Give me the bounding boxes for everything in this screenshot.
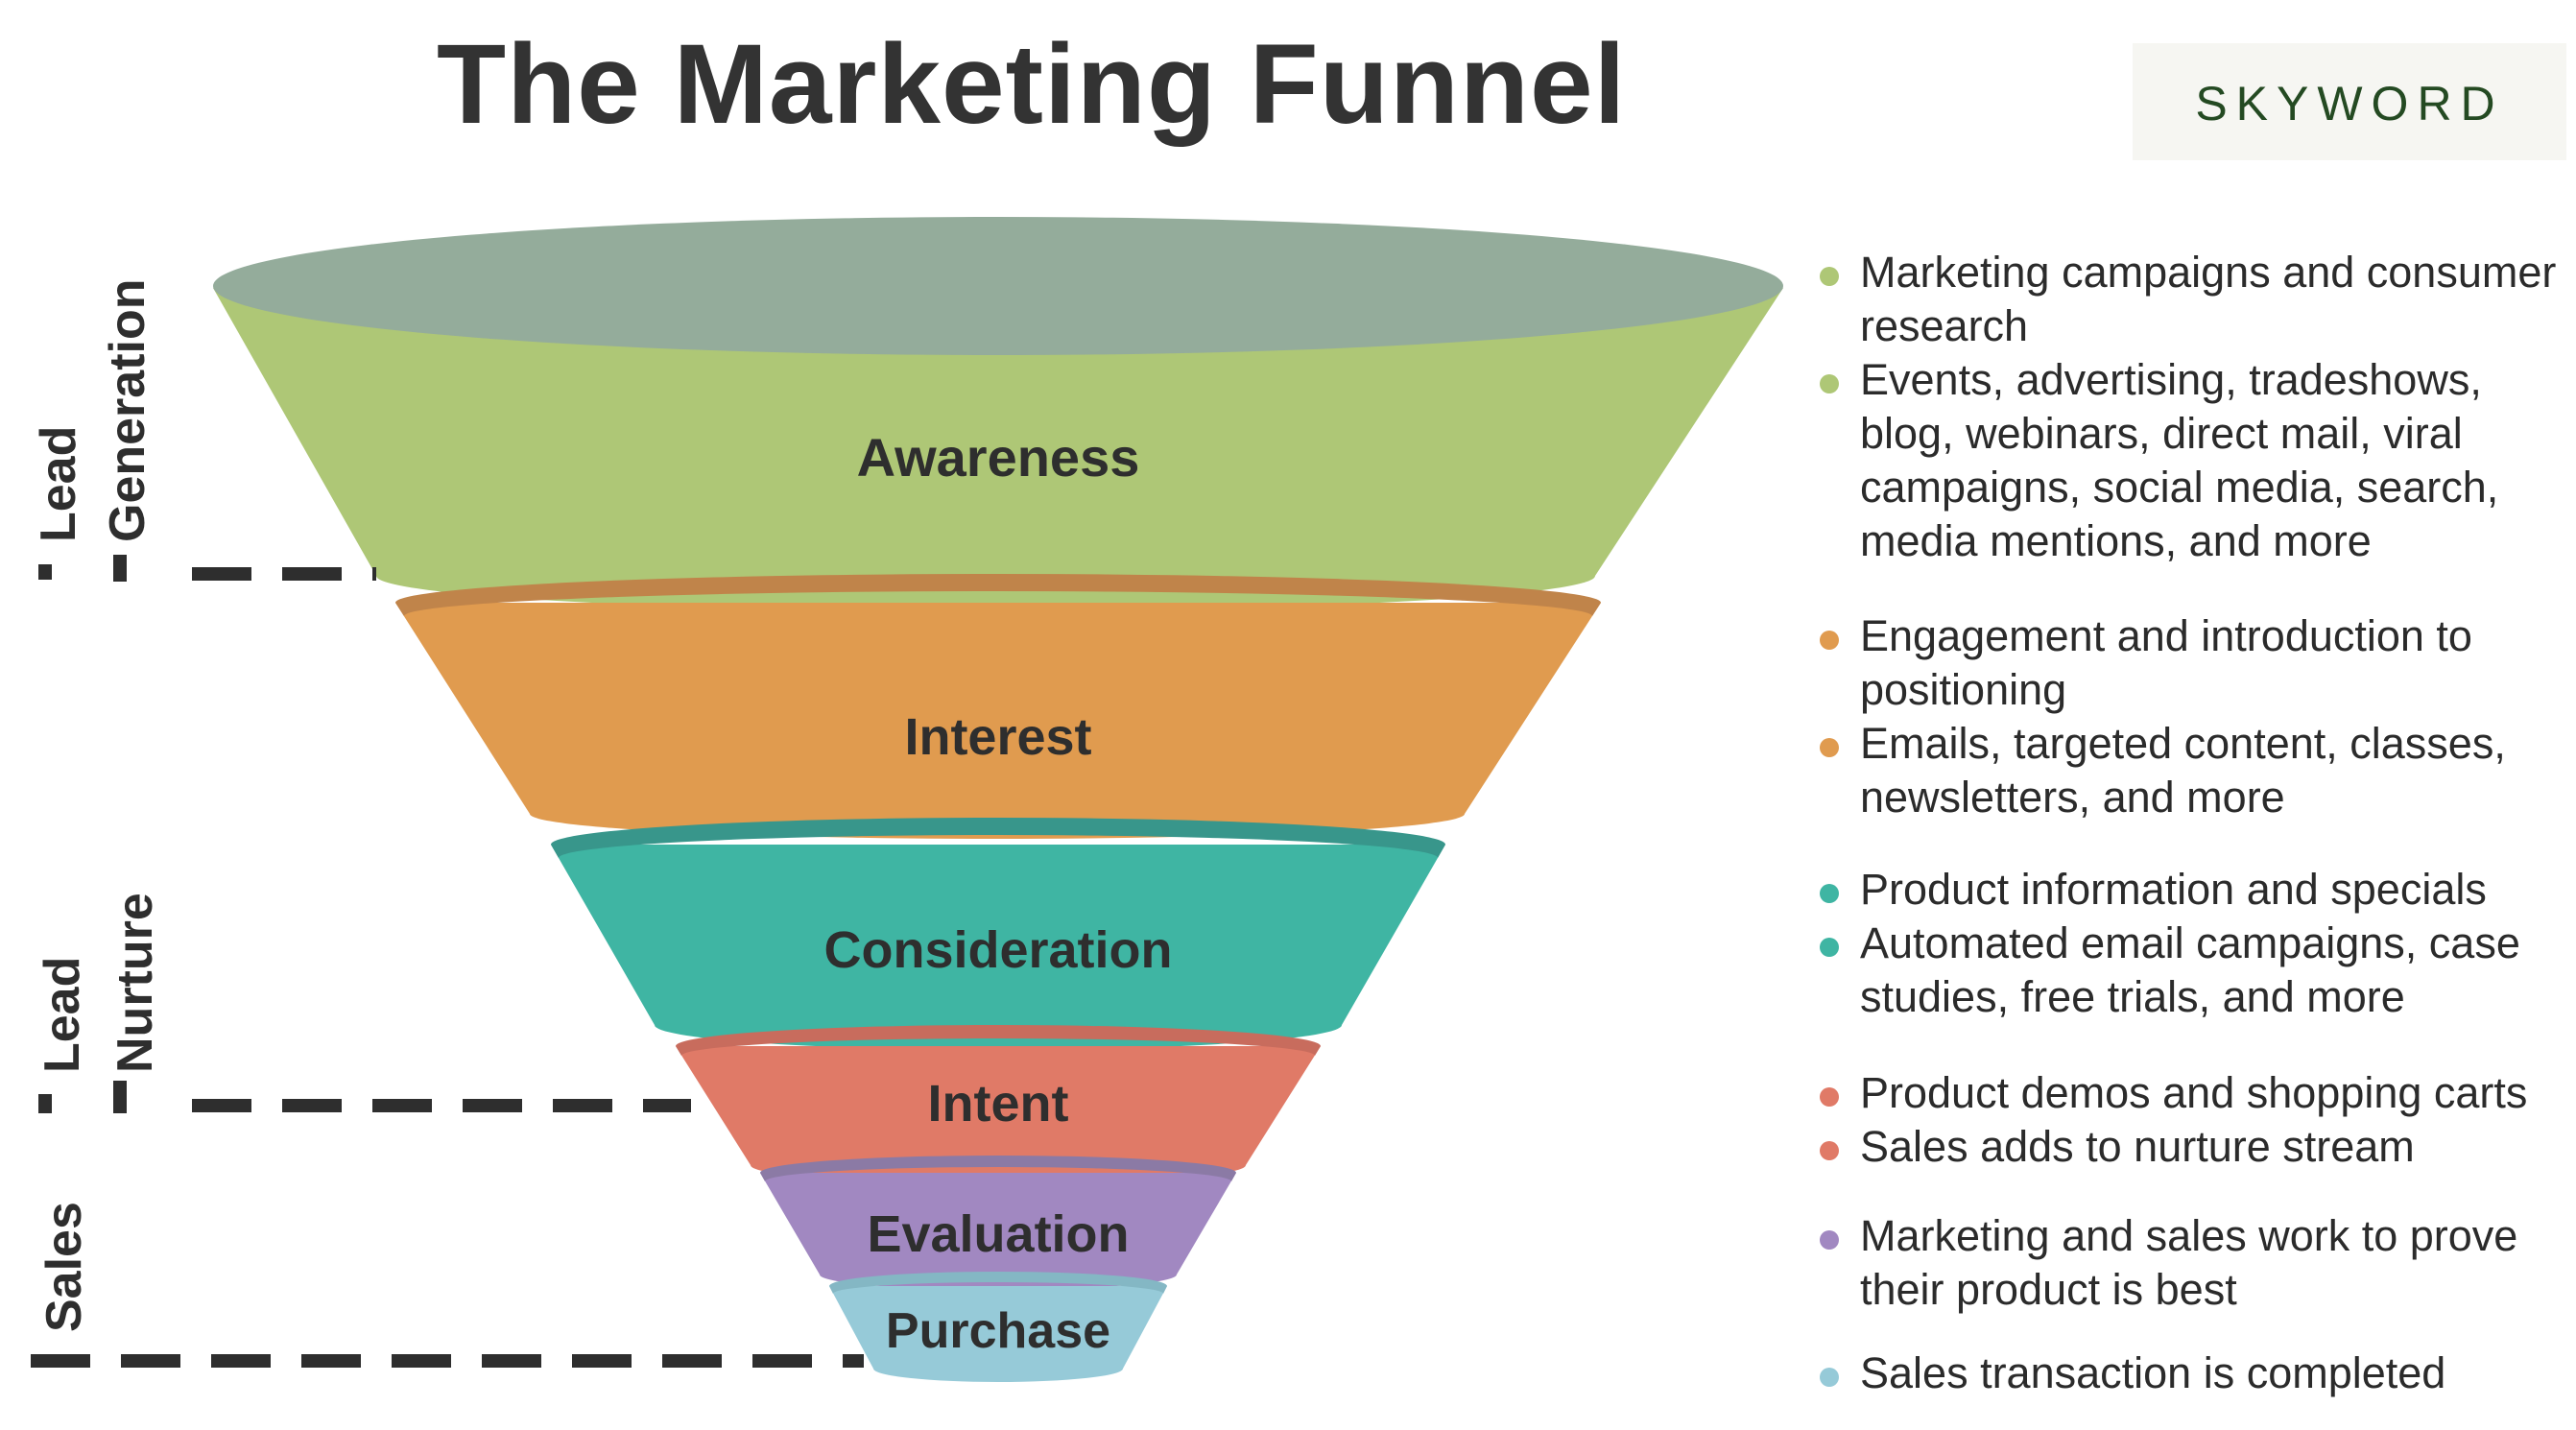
phase-label-lead-generation-line1: Lead (31, 426, 86, 542)
bullet-dot (1820, 631, 1839, 650)
separator-lead-nurture (38, 1081, 691, 1113)
stage-rim-intent (676, 1025, 1321, 1056)
bullet-dot (1820, 1368, 1839, 1387)
bullet-item: Marketing and sales work to prove their … (1812, 1209, 2570, 1317)
stage-rim-consideration (551, 818, 1445, 858)
bullet-dot (1820, 738, 1839, 757)
bullet-dot (1820, 267, 1839, 286)
bullet-item: Sales transaction is completed (1812, 1347, 2570, 1400)
stage-desc-evaluation: Marketing and sales work to prove their … (1812, 1209, 2570, 1317)
bullet-text: Marketing campaigns and consumer researc… (1860, 248, 2557, 350)
stage-band-consideration (551, 845, 1445, 1050)
stage-label-consideration: Consideration (823, 921, 1172, 979)
bullet-text: Automated email campaigns, case studies,… (1860, 918, 2520, 1021)
stage-rim-evaluation (760, 1156, 1236, 1181)
skyword-logo: SKYWORD (2133, 43, 2566, 160)
bullet-item: Product demos and shopping carts (1812, 1066, 2570, 1120)
stage-desc-awareness: Marketing campaigns and consumer researc… (1812, 246, 2570, 568)
stage-label-intent: Intent (928, 1075, 1069, 1132)
bullet-text: Product demos and shopping carts (1860, 1068, 2528, 1117)
stage-desc-interest: Engagement and introduction to positioni… (1812, 609, 2570, 824)
bullet-dot (1820, 938, 1839, 957)
phase-label-lead-generation-line2: Generation (100, 279, 155, 543)
bullet-dot (1820, 1087, 1839, 1107)
stage-label-awareness: Awareness (857, 427, 1140, 488)
stage-desc-consideration: Product information and specials Automat… (1812, 863, 2570, 1024)
stage-rim-awareness (213, 217, 1783, 355)
bullet-text: Emails, targeted content, classes, newsl… (1860, 719, 2506, 822)
page-title: The Marketing Funnel (437, 21, 1627, 148)
phase-label-lead-nurture-line1: Lead (35, 957, 90, 1073)
stage-label-interest: Interest (904, 708, 1091, 766)
phase-label-sales: Sales (36, 1202, 92, 1332)
stage-rim-purchase (829, 1272, 1167, 1294)
bullet-item: Emails, targeted content, classes, newsl… (1812, 717, 2570, 824)
separator-lead-generation (38, 555, 376, 582)
stage-desc-purchase: Sales transaction is completed (1812, 1347, 2570, 1400)
logo-text: SKYWORD (2195, 77, 2504, 131)
bullet-dot (1820, 1230, 1839, 1250)
bullet-text: Marketing and sales work to prove their … (1860, 1211, 2518, 1314)
bullet-item: Events, advertising, tradeshows, blog, w… (1812, 353, 2570, 568)
bullet-text: Engagement and introduction to positioni… (1860, 611, 2472, 714)
bullet-dot (1820, 374, 1839, 393)
stage-band-purchase (829, 1286, 1167, 1382)
stage-band-awareness (213, 288, 1783, 611)
stage-label-purchase: Purchase (886, 1303, 1110, 1359)
bullet-item: Product information and specials (1812, 863, 2570, 917)
bullet-item: Sales adds to nurture stream (1812, 1120, 2570, 1174)
bullet-item: Engagement and introduction to positioni… (1812, 609, 2570, 717)
bullet-item: Automated email campaigns, case studies,… (1812, 917, 2570, 1024)
bullet-item: Marketing campaigns and consumer researc… (1812, 246, 2570, 353)
stage-band-intent (676, 1046, 1321, 1184)
stage-band-evaluation (760, 1173, 1236, 1290)
phase-label-lead-nurture-line2: Nurture (107, 893, 163, 1073)
stage-rim-interest (395, 574, 1601, 616)
bullet-text: Product information and specials (1860, 865, 2487, 914)
stage-band-interest (395, 603, 1601, 839)
bullet-dot (1820, 884, 1839, 903)
bullet-text: Sales transaction is completed (1860, 1348, 2446, 1397)
stage-desc-intent: Product demos and shopping carts Sales a… (1812, 1066, 2570, 1174)
stage-label-evaluation: Evaluation (867, 1205, 1129, 1263)
bullet-text: Sales adds to nurture stream (1860, 1122, 2415, 1171)
bullet-text: Events, advertising, tradeshows, blog, w… (1860, 355, 2499, 565)
bullet-dot (1820, 1141, 1839, 1160)
